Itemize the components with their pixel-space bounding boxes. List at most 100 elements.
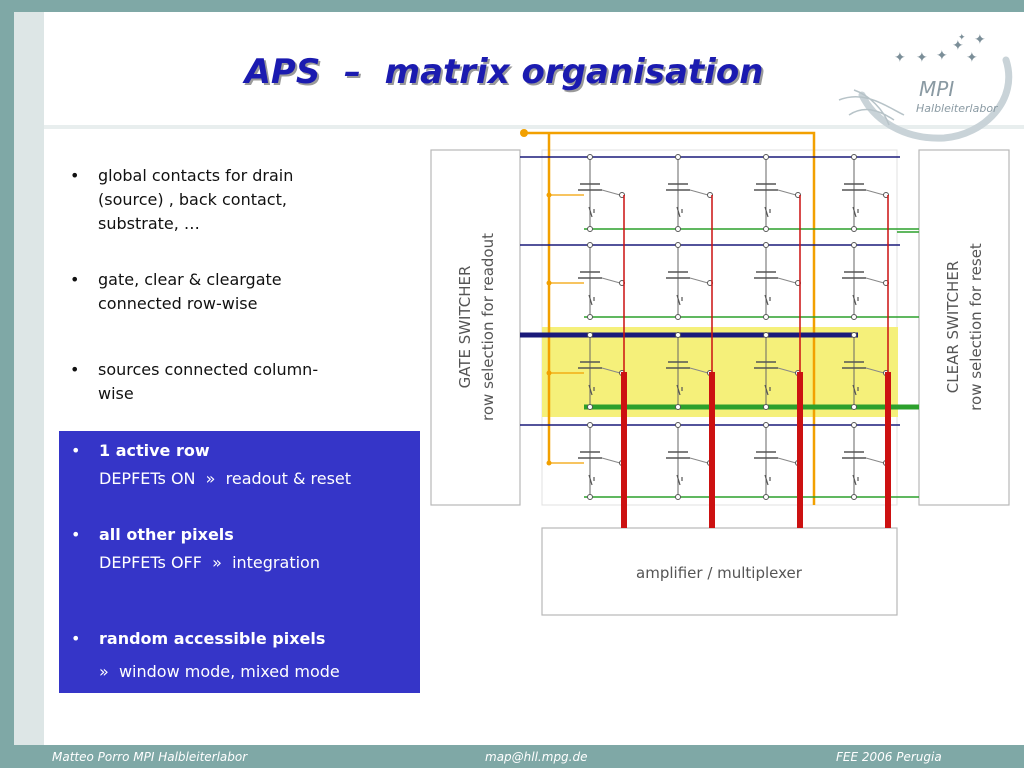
clear-switch bbox=[764, 294, 769, 306]
transistor-lead bbox=[601, 457, 621, 464]
bullet-dot: • bbox=[71, 629, 81, 648]
clear-switch bbox=[676, 474, 681, 486]
bullet-line: (source) , back contact, bbox=[98, 190, 287, 209]
gate-node bbox=[587, 422, 593, 428]
gate-node bbox=[851, 154, 857, 160]
logo-subtitle: Halbleiterlabor bbox=[916, 102, 998, 115]
gate-node bbox=[675, 332, 681, 338]
footer-author: Matteo Porro MPI Halbleiterlabor bbox=[52, 750, 248, 764]
amplifier-label: amplifier / multiplexer bbox=[636, 564, 803, 582]
mode-active-row: •1 active row DEPFETs ON » readout & res… bbox=[69, 441, 414, 488]
clear-node bbox=[851, 494, 857, 500]
transistor-lead bbox=[865, 367, 885, 374]
drain-contact bbox=[520, 129, 528, 137]
transistor-lead bbox=[865, 457, 885, 464]
footer: Matteo Porro MPI Halbleiterlabor map@hll… bbox=[0, 745, 1024, 768]
bullet-dot: • bbox=[70, 360, 80, 379]
clear-switch bbox=[852, 474, 857, 486]
mode-other-pixels: •all other pixels DEPFETs OFF » integrat… bbox=[69, 525, 414, 572]
bullet-line: connected row-wise bbox=[98, 294, 258, 313]
bullet-dot: • bbox=[70, 166, 80, 185]
clear-switcher-box bbox=[918, 149, 1010, 506]
active-row-highlight bbox=[542, 327, 898, 417]
gate-node bbox=[675, 422, 681, 428]
gate-node bbox=[851, 242, 857, 248]
matrix-diagram: GATE SWITCHER row selection for readout … bbox=[430, 129, 1010, 616]
transistor-lead bbox=[865, 277, 885, 284]
bullet-list: • global contacts for drain (source) , b… bbox=[68, 164, 368, 406]
clear-switch bbox=[764, 206, 769, 218]
clear-node bbox=[587, 404, 593, 410]
mode-detail: DEPFETs ON » readout & reset bbox=[99, 469, 352, 488]
gate-node bbox=[675, 242, 681, 248]
clear-node bbox=[675, 494, 681, 500]
clear-node bbox=[851, 404, 857, 410]
transistor-lead bbox=[777, 457, 797, 464]
mode-detail: DEPFETs OFF » integration bbox=[99, 553, 320, 572]
svg-text:✦: ✦ bbox=[966, 50, 978, 66]
transistor-lead bbox=[601, 189, 621, 196]
clear-switch bbox=[764, 384, 769, 396]
svg-text:✦: ✦ bbox=[894, 50, 906, 66]
clear-switch bbox=[588, 474, 593, 486]
gate-node bbox=[587, 242, 593, 248]
mpi-logo: ✦ ✦ ✦ ✦ ✦ ✦ ✦ MPI Halbleiterlabor bbox=[834, 20, 1014, 150]
bullet-line: substrate, … bbox=[98, 214, 200, 233]
transistor-lead bbox=[865, 189, 885, 196]
clear-node bbox=[763, 314, 769, 320]
clear-switch bbox=[764, 474, 769, 486]
svg-text:✦: ✦ bbox=[974, 32, 986, 48]
bullet-global-contacts: • global contacts for drain (source) , b… bbox=[68, 164, 368, 236]
footer-event: FEE 2006 Perugia bbox=[836, 750, 942, 764]
clear-node bbox=[675, 314, 681, 320]
drain-line bbox=[524, 131, 816, 505]
footer-email: map@hll.mpg.de bbox=[485, 750, 588, 764]
transistor-lead bbox=[777, 277, 797, 284]
clear-switch bbox=[676, 384, 681, 396]
bullet-line: gate, clear & cleargate bbox=[98, 270, 282, 289]
svg-text:✦: ✦ bbox=[952, 38, 964, 54]
slide: APS – matrix organisation ✦ ✦ ✦ ✦ ✦ ✦ ✦ … bbox=[14, 12, 1024, 745]
slide-title: APS – matrix organisation bbox=[244, 52, 764, 92]
transistor-lead bbox=[689, 457, 709, 464]
bullet-line: sources connected column- bbox=[98, 360, 319, 379]
gate-switcher-box bbox=[430, 149, 521, 506]
gate-node bbox=[851, 422, 857, 428]
clear-node bbox=[763, 404, 769, 410]
gate-node bbox=[763, 242, 769, 248]
clear-node bbox=[587, 226, 593, 232]
clear-node bbox=[675, 226, 681, 232]
clear-node bbox=[587, 494, 593, 500]
logo-name: MPI bbox=[919, 77, 955, 101]
gate-node bbox=[763, 332, 769, 338]
transistor-lead bbox=[689, 277, 709, 284]
clear-switch bbox=[852, 206, 857, 218]
operation-modes-box: •1 active row DEPFETs ON » readout & res… bbox=[59, 431, 420, 693]
bullet-dot: • bbox=[70, 270, 80, 289]
clear-node bbox=[763, 226, 769, 232]
logo-graphic: ✦ ✦ ✦ ✦ ✦ ✦ ✦ bbox=[838, 32, 1013, 142]
transistor-lead bbox=[601, 367, 621, 374]
clear-switch bbox=[588, 206, 593, 218]
bullet-line: global contacts for drain bbox=[98, 166, 294, 185]
clear-switch bbox=[588, 384, 593, 396]
gate-switcher-subtitle: row selection for readout bbox=[479, 233, 497, 421]
clear-switch bbox=[588, 294, 593, 306]
svg-text:✦: ✦ bbox=[916, 50, 928, 66]
clear-switcher-title: CLEAR SWITCHER bbox=[944, 261, 962, 393]
clear-switcher-subtitle: row selection for reset bbox=[967, 243, 985, 411]
bullet-line: wise bbox=[98, 384, 134, 403]
clear-node bbox=[851, 314, 857, 320]
svg-text:✦: ✦ bbox=[958, 33, 966, 43]
amplifier-box bbox=[541, 527, 898, 616]
clear-node bbox=[675, 404, 681, 410]
clear-node bbox=[851, 226, 857, 232]
gate-switcher-title: GATE SWITCHER bbox=[456, 266, 474, 389]
mode-detail: » window mode, mixed mode bbox=[99, 662, 340, 681]
mode-random-access: •random accessible pixels » window mode,… bbox=[69, 629, 414, 681]
gate-node bbox=[675, 154, 681, 160]
clear-switch bbox=[676, 206, 681, 218]
clear-switch bbox=[852, 294, 857, 306]
clear-node bbox=[763, 494, 769, 500]
transistor-lead bbox=[601, 277, 621, 284]
